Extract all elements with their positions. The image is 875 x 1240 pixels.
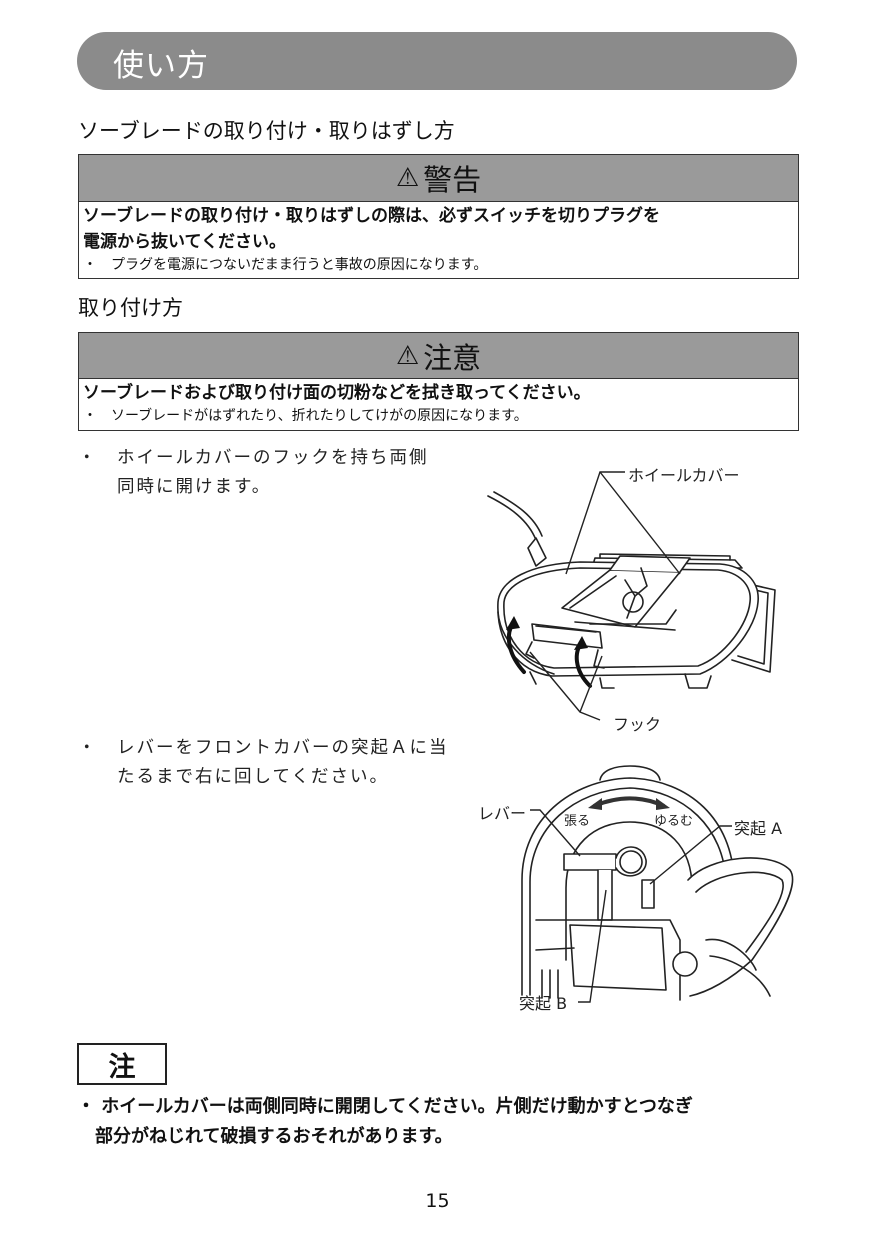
warning-triangle-icon: ⚠: [395, 340, 420, 371]
caution-text: ソーブレードおよび取り付け面の切粉などを拭き取ってください。: [83, 383, 591, 403]
caution-box: ⚠ 注意 ソーブレードおよび取り付け面の切粉などを拭き取ってください。 ・ ソー…: [78, 332, 799, 431]
step2-line1: ・ レバーをフロントカバーの突起Ａに当: [78, 738, 449, 758]
tighten-label: 張る: [564, 814, 591, 829]
section-title: ソーブレードの取り付け・取りはずし方: [78, 119, 455, 143]
page-number: 15: [425, 1190, 450, 1212]
subsection-title: 取り付け方: [78, 296, 183, 320]
header-pill: [77, 32, 797, 90]
note-line1: ・ ホイールカバーは両側同時に開閉してください。片側だけ動かすとつなぎ: [77, 1096, 693, 1117]
warning-box: ⚠ 警告 ソーブレードの取り付け・取りはずしの際は、必ずスイッチを切りプラグを …: [78, 154, 799, 279]
note-line2: 部分がねじれて破損するおそれがあります。: [77, 1126, 453, 1147]
warning-text-2: 電源から抜いてください。: [83, 232, 286, 252]
loosen-label: ゆるむ: [654, 814, 694, 829]
warning-triangle-icon: ⚠: [395, 163, 420, 193]
caution-title: 注意: [423, 340, 482, 375]
lever-illustration: [521, 765, 794, 1003]
protrusion-a-label: 突起 A: [734, 819, 783, 838]
wheel-cover-illustration: [487, 471, 776, 721]
warning-note: ・ プラグを電源につないだまま行うと事故の原因になります。: [83, 257, 488, 273]
step1-text: ・ ホイールカバーのフックを持ち両側 同時に開けます。: [78, 444, 428, 502]
warning-title: 警告: [423, 163, 482, 197]
step2-text: ・ レバーをフロントカバーの突起Ａに当 たるまで右に回してください。: [78, 734, 449, 792]
step2-line2: たるまで右に回してください。: [78, 767, 389, 787]
page-title: 使い方: [113, 48, 209, 84]
hook-label: フック: [613, 715, 662, 734]
caution-header: ⚠ 注意: [79, 333, 798, 379]
step1-line1: ・ ホイールカバーのフックを持ち両側: [78, 448, 429, 468]
caution-note: ・ ソーブレードがはずれたり、折れたりしてけがの原因になります。: [83, 408, 528, 424]
lever-label: レバー: [478, 804, 527, 823]
protrusion-b-label: 突起 B: [519, 994, 568, 1013]
note-text: ・ ホイールカバーは両側同時に開閉してください。片側だけ動かすとつなぎ 部分がね…: [77, 1092, 807, 1152]
note-label-box: 注: [77, 1043, 167, 1085]
step1-line2: 同時に開けます。: [78, 477, 272, 497]
warning-text-1: ソーブレードの取り付け・取りはずしの際は、必ずスイッチを切りプラグを: [83, 206, 660, 226]
warning-header: ⚠ 警告: [79, 155, 798, 202]
wheel-cover-label: ホイールカバー: [628, 466, 740, 485]
note-label: 注: [108, 1051, 136, 1083]
